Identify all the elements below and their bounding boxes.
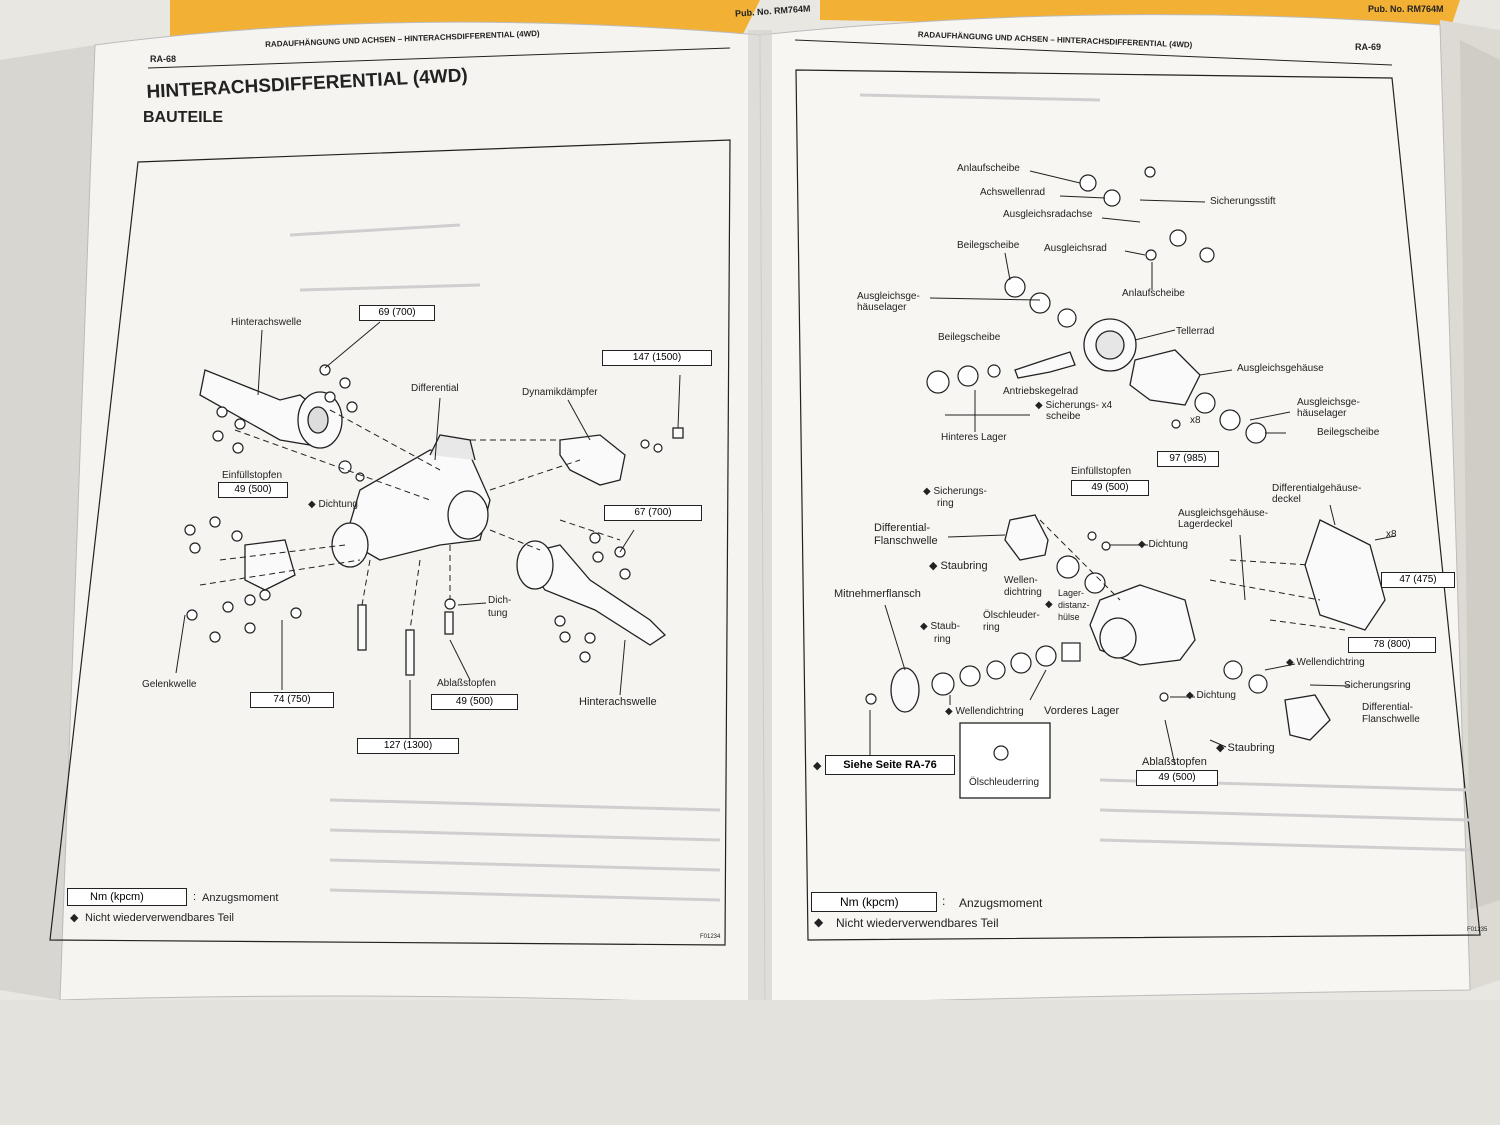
label-ausgleichsgehaeuse: Ausgleichsgehäuse: [1237, 363, 1324, 374]
left-exploded-diagram: [199, 369, 684, 676]
label-tellerrad: Tellerrad: [1176, 326, 1215, 337]
label-flanschwelle: Differential-: [874, 522, 931, 534]
label-dichtung: ◆ Dichtung: [1186, 690, 1236, 701]
label-ablassstopfen: Ablaßstopfen: [1142, 756, 1207, 768]
label-sicherungsring: Sicherungsring: [1344, 680, 1411, 691]
label-hinteres-lager: Hinteres Lager: [941, 432, 1007, 443]
label-oelschleuderring: Ölschleuder-: [983, 610, 1040, 621]
label-staubring: ring: [934, 634, 951, 645]
legend-nonreuse: Nicht wiederverwendbares Teil: [85, 912, 234, 924]
label-ausgleichsgehaeuselager: Ausgleichsge-: [1297, 397, 1360, 408]
label-gelenkwelle: Gelenkwelle: [142, 679, 197, 690]
torque-box: 67 (700): [604, 505, 702, 521]
right-page: [759, 14, 1471, 1006]
label-lagerdeckel: Lagerdeckel: [1178, 519, 1233, 530]
label-vorderes-lager: Vorderes Lager: [1044, 705, 1120, 717]
label-wellendichtring: Wellen-: [1004, 575, 1038, 586]
right-exploded-diagram: [890, 318, 1386, 799]
torque-box: 49 (500): [431, 694, 518, 710]
label-wellendichtring: ◆ Wellendichtring: [945, 706, 1024, 717]
label-einfuellstopfen: Einfüllstopfen: [222, 470, 283, 481]
label-hinterachswelle: Hinterachswelle: [579, 696, 657, 708]
torque-box: 127 (1300): [357, 738, 459, 754]
legend-colon: :: [942, 894, 946, 908]
label-dichtung: ◆ Dichtung: [1138, 539, 1188, 550]
page-number: RA-69: [1355, 42, 1382, 52]
label-flanschwelle: Differential-: [1362, 702, 1413, 713]
label-sicherungsring: ◆ Sicherungs-: [923, 486, 987, 497]
label-lagerdistanzhuelse: hülse: [1058, 612, 1080, 622]
label-lagerdistanzhuelse: distanz-: [1058, 600, 1090, 610]
label-ausgleichsradachse: Ausgleichsradachse: [1003, 209, 1093, 220]
label-staubring: ◆ Staub-: [920, 621, 960, 632]
label-beilegscheibe: Beilegscheibe: [1317, 427, 1380, 438]
label-oelschleuderring: Ölschleuderring: [969, 777, 1040, 788]
label-einfuellstopfen: Einfüllstopfen: [1071, 466, 1132, 477]
label-ausgleichsgehaeuselager: häuselager: [857, 302, 907, 313]
label-dynamikdaempfer: Dynamikdämpfer: [522, 387, 598, 398]
label-hinterachswelle: Hinterachswelle: [231, 317, 302, 328]
page-number: RA-68: [150, 54, 177, 64]
label-sicherungsscheibe: scheibe: [1046, 411, 1081, 422]
legend-diamond-icon: ◆: [814, 915, 824, 929]
label-oelschleuderring: ring: [983, 622, 1000, 633]
figure-number: F01234: [700, 934, 721, 940]
legend-torque: Anzugsmoment: [959, 896, 1043, 910]
torque-box: 49 (500): [1071, 480, 1149, 496]
label-dichtung: ◆ Dichtung: [308, 499, 358, 510]
label-count: x8: [1190, 415, 1201, 426]
torque-box: 74 (750): [250, 692, 334, 708]
label-sicherungsscheibe: ◆ Sicherungs- x4: [1035, 400, 1113, 411]
legend-colon: :: [193, 891, 197, 903]
label-beilegscheibe: Beilegscheibe: [957, 240, 1020, 251]
torque-box: 47 (475): [1381, 572, 1455, 588]
label-antriebskegelrad: Antriebskegelrad: [1003, 386, 1079, 397]
label-sicherungsstift: Sicherungsstift: [1210, 196, 1276, 207]
label-differentialgehaeusedeckel: Differentialgehäuse-: [1272, 483, 1362, 494]
label-ausgleichsgehaeuselager: häuselager: [1297, 408, 1347, 419]
label-count: x8: [1386, 529, 1397, 540]
torque-box: 147 (1500): [602, 350, 712, 366]
label-lagerdeckel: Ausgleichsgehäuse-: [1178, 508, 1269, 519]
label-dichtung: tung: [488, 608, 508, 619]
torque-box: 49 (500): [1136, 770, 1218, 786]
legend-nonreuse: Nicht wiederverwendbares Teil: [836, 916, 999, 930]
label-wellendichtring: dichtring: [1004, 587, 1042, 598]
label-sicherungsring: ring: [937, 498, 954, 509]
legend-unit-box: Nm (kpcm): [811, 892, 937, 912]
label-flanschwelle: Flanschwelle: [1362, 714, 1420, 725]
label-anlaufscheibe: Anlaufscheibe: [1122, 288, 1185, 299]
label-beilegscheibe: Beilegscheibe: [938, 332, 1001, 343]
label-ablassstopfen: Ablaßstopfen: [437, 678, 496, 689]
torque-box: 69 (700): [359, 305, 435, 321]
legend-torque: Anzugsmoment: [202, 892, 279, 904]
diamond-icon: ◆: [813, 760, 822, 772]
label-differential: Differential: [411, 383, 459, 394]
label-ausgleichsgehaeuselager: Ausgleichsge-: [857, 291, 920, 302]
label-wellendichtring: ◆ Wellendichtring: [1286, 657, 1365, 668]
label-anlaufscheibe: Anlaufscheibe: [957, 163, 1020, 174]
torque-box: 78 (800): [1348, 637, 1436, 653]
torque-box: 97 (985): [1157, 451, 1219, 467]
figure-number: F01235: [1467, 927, 1488, 933]
label-staubring: ◆ Staubring: [1216, 742, 1275, 754]
diamond-icon: ◆: [1045, 599, 1053, 610]
label-differentialgehaeusedeckel: deckel: [1272, 494, 1301, 505]
label-staubring: ◆ Staubring: [929, 560, 988, 572]
label-ausgleichsrad: Ausgleichsrad: [1044, 243, 1107, 254]
label-mitnehmerflansch: Mitnehmerflansch: [834, 588, 921, 600]
legend-diamond-icon: ◆: [70, 912, 79, 924]
section-title: BAUTEILE: [143, 109, 223, 126]
legend-unit-box: Nm (kpcm): [67, 888, 187, 906]
see-page-reference: Siehe Seite RA-76: [825, 755, 955, 775]
torque-box: 49 (500): [218, 482, 288, 498]
label-achswellenrad: Achswellenrad: [980, 187, 1046, 198]
pub-number-label: Pub. No. RM764M: [1368, 4, 1444, 14]
label-flanschwelle: Flanschwelle: [874, 535, 938, 547]
label-dichtung: Dich-: [488, 595, 512, 606]
label-lagerdistanzhuelse: Lager-: [1058, 588, 1085, 598]
